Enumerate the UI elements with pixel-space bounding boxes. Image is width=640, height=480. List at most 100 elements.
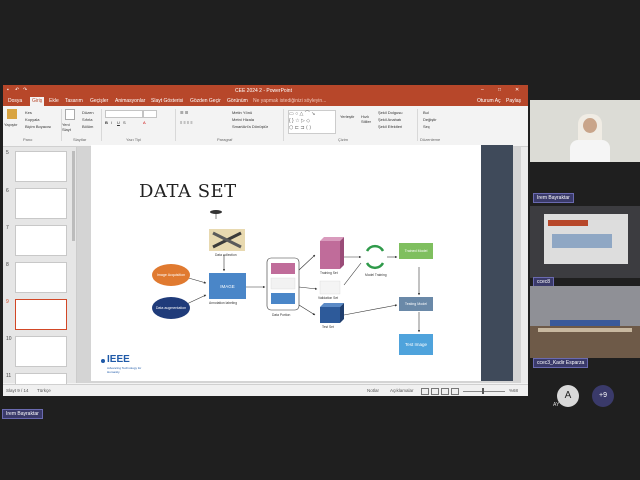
participant-avatar[interactable]: A [557, 385, 579, 407]
screen-detail [552, 234, 612, 248]
model-training-label: Model Training [365, 273, 387, 277]
align-text-button[interactable]: Metni Hizala [232, 117, 255, 122]
reset-button[interactable]: Sıfırla [82, 117, 93, 122]
font-name-select[interactable] [105, 110, 143, 118]
vertical-scrollbar[interactable] [521, 147, 528, 383]
menu-file[interactable]: Dosya [8, 98, 23, 104]
new-slide-button[interactable]: Yeni Slayt [62, 122, 71, 132]
group-slides: Slaytlar [73, 137, 87, 142]
training-set-label: Training Set [320, 271, 338, 275]
font-size-select[interactable] [143, 110, 157, 118]
slide-dark-panel [481, 145, 513, 381]
section-button[interactable]: Bölüm [82, 124, 94, 129]
avatar-name: AY [553, 402, 560, 408]
slide-thumbnail[interactable] [15, 262, 67, 293]
reading-view-icon[interactable] [441, 388, 449, 395]
training-set-cube [320, 237, 344, 241]
language-indicator[interactable]: Türkçe [37, 388, 51, 393]
replace-button[interactable]: Değiştir [423, 117, 437, 122]
slide-thumbnail-selected[interactable] [15, 299, 67, 330]
model-training-cycle-icon [365, 262, 385, 270]
menu-animations[interactable]: Animasyonlar [115, 98, 146, 104]
slide-canvas[interactable]: DATA SET [91, 145, 513, 381]
shape-effects-button[interactable]: Şekil Efektleri [378, 124, 403, 129]
validation-set-label: Validation Set [318, 296, 339, 300]
normal-view-icon[interactable] [421, 388, 429, 395]
comments-button[interactable]: Açıklamalar [390, 388, 414, 393]
slide-thumbnail[interactable] [15, 151, 67, 182]
arrange-button[interactable]: Yerleştir [340, 114, 355, 119]
sign-in-link[interactable]: Oturum Aç [477, 98, 501, 104]
zoom-level[interactable]: %68 [509, 388, 519, 393]
italic-icon[interactable]: I [111, 120, 113, 125]
menu-view[interactable]: Görünüm [227, 98, 248, 104]
shapes-gallery[interactable]: ▭ ○ △ ⌒ ↘{ } ☆ ▷ ◇⬡ ⊏ ⊐ ⟨ ⟩ [288, 110, 336, 134]
quick-styles-button[interactable]: Hızlı Stiller [361, 114, 372, 124]
slide-title[interactable]: DATA SET [139, 181, 237, 202]
save-icon[interactable]: ▪ [7, 87, 9, 93]
align-icons[interactable]: ≡ ≡ ≡ ≡ [180, 120, 193, 125]
share-button[interactable]: Paylaş [506, 98, 522, 104]
image-acquisition-node [152, 264, 190, 286]
notes-button[interactable]: Notlar [367, 388, 380, 393]
format-painter-button[interactable]: Biçim Boyacısı [25, 124, 52, 129]
image-acquisition-label: Image Acquisition [156, 273, 186, 277]
zoom-slider-thumb[interactable] [482, 388, 484, 394]
shadow-icon[interactable]: S [123, 120, 126, 125]
thumb-number: 7 [6, 225, 9, 231]
arrow-connector [343, 304, 398, 316]
slide-thumbnail[interactable] [15, 188, 67, 219]
participant-3-name-tag: ccec3_Kadir Esparza [533, 358, 589, 368]
participant-video-2[interactable] [530, 206, 640, 278]
underline-icon[interactable]: U [117, 120, 120, 125]
sorter-view-icon[interactable] [431, 388, 439, 395]
smartart-button[interactable]: SmartArt'a Dönüştür [232, 124, 269, 129]
ribbon: Yapıştır Kes Kopyala Biçim Boyacısı Pano… [3, 106, 528, 147]
more-participants-button[interactable]: +9 [592, 385, 614, 407]
image-box [209, 273, 246, 299]
bullets-icon[interactable]: ☰ ☰ [180, 110, 189, 115]
minimize-icon[interactable]: – [481, 87, 484, 93]
slideshow-view-icon[interactable] [451, 388, 459, 395]
test-image-label: Test Image [404, 342, 427, 347]
group-font: Yazı Tipi [126, 137, 142, 142]
data-portion-group [266, 257, 300, 311]
copy-button[interactable]: Kopyala [25, 117, 40, 122]
find-button[interactable]: Bul [423, 110, 429, 115]
menu-insert[interactable]: Ekle [49, 98, 59, 104]
participant-1-name-tag: Irem Bayraktar [533, 193, 574, 203]
tell-me-search[interactable]: Ne yapmak istediğinizi söyleyin... [253, 98, 327, 104]
participant-video-1[interactable] [530, 100, 640, 162]
model-training-cycle-icon [365, 244, 385, 252]
new-slide-icon[interactable] [65, 109, 75, 120]
shape-outline-button[interactable]: Şekil Anahatı [378, 117, 402, 122]
close-icon[interactable]: ✕ [515, 87, 520, 93]
menu-slideshow[interactable]: Slayt Gösterisi [151, 98, 184, 104]
paste-icon[interactable] [7, 109, 17, 119]
text-direction-button[interactable]: Metin Yönü [232, 110, 253, 115]
undo-icon[interactable]: ↶ [15, 87, 20, 93]
menu-transitions[interactable]: Geçişler [90, 98, 109, 104]
group-paragraph: Paragraf [217, 137, 233, 142]
menu-bar: Dosya Giriş Ekle Tasarım Geçişler Animas… [3, 96, 528, 106]
maximize-icon[interactable]: □ [498, 87, 502, 93]
participant-video-3[interactable] [530, 286, 640, 358]
paste-button[interactable]: Yapıştır [4, 122, 18, 127]
shape-fill-button[interactable]: Şekil Dolgusu [378, 110, 403, 115]
menu-review[interactable]: Gözden Geçir [190, 98, 221, 104]
slide-thumbnail[interactable] [15, 336, 67, 367]
thumb-scrollbar[interactable] [72, 151, 75, 241]
slide-thumbnail[interactable] [15, 225, 67, 256]
presenter-name-tag: Irem Bayraktar [2, 409, 43, 419]
layout-button[interactable]: Düzen [82, 110, 94, 115]
menu-design[interactable]: Tasarım [65, 98, 83, 104]
zoom-slider[interactable] [463, 391, 505, 392]
slide-thumbnails-pane: 5 6 7 8 9 10 11 [3, 147, 77, 385]
font-color-icon[interactable]: A [143, 120, 146, 125]
redo-icon[interactable]: ↷ [23, 87, 28, 93]
cut-button[interactable]: Kes [25, 110, 32, 115]
select-button[interactable]: Seç [423, 124, 430, 129]
menu-home[interactable]: Giriş [30, 97, 45, 106]
bold-icon[interactable]: B [105, 120, 108, 125]
test-image-box [399, 334, 433, 355]
